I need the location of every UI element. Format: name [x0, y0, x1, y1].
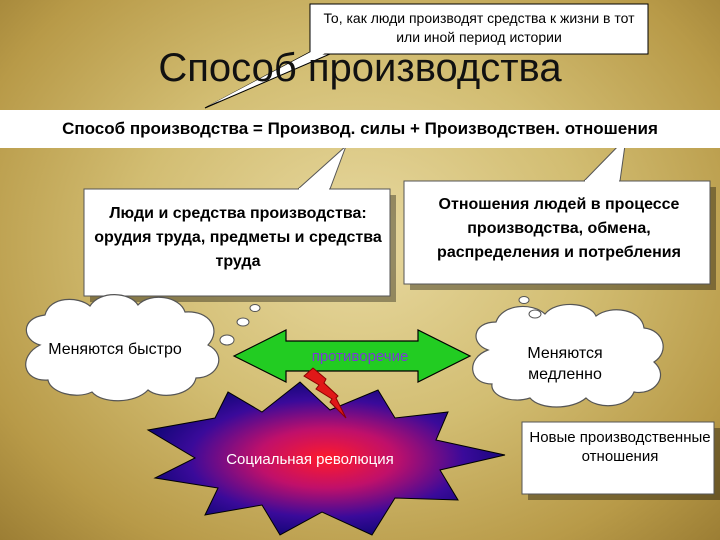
relations-callout	[403, 136, 716, 290]
cloud-left-text: Меняются быстро	[48, 341, 182, 358]
revolution-label: Социальная революция	[226, 451, 394, 468]
productive-forces-callout	[83, 145, 396, 302]
productive-forces-text: Люди и средства производства: орудия тру…	[94, 205, 382, 270]
page-title: Способ производства	[158, 46, 562, 90]
formula-text: Способ производства = Производ. силы + П…	[62, 119, 658, 138]
new-relations-callout	[521, 421, 720, 500]
double-arrow-icon	[232, 329, 472, 383]
formula-bar	[0, 110, 720, 148]
lightning-bolt-icon	[303, 367, 347, 419]
cloud-right	[472, 296, 664, 408]
top-callout-text: То, как люди производят средства к жизни…	[323, 10, 635, 45]
cloud-right-text: Меняются медленно	[527, 345, 603, 383]
explosion-burst-icon	[146, 381, 506, 536]
new-relations-text: Новые производственные отношения	[529, 429, 711, 465]
top-callout	[204, 3, 649, 109]
cloud-left	[25, 294, 261, 402]
relations-text: Отношения людей в процессе производства,…	[437, 196, 681, 261]
contradiction-label: противоречие	[311, 348, 409, 365]
